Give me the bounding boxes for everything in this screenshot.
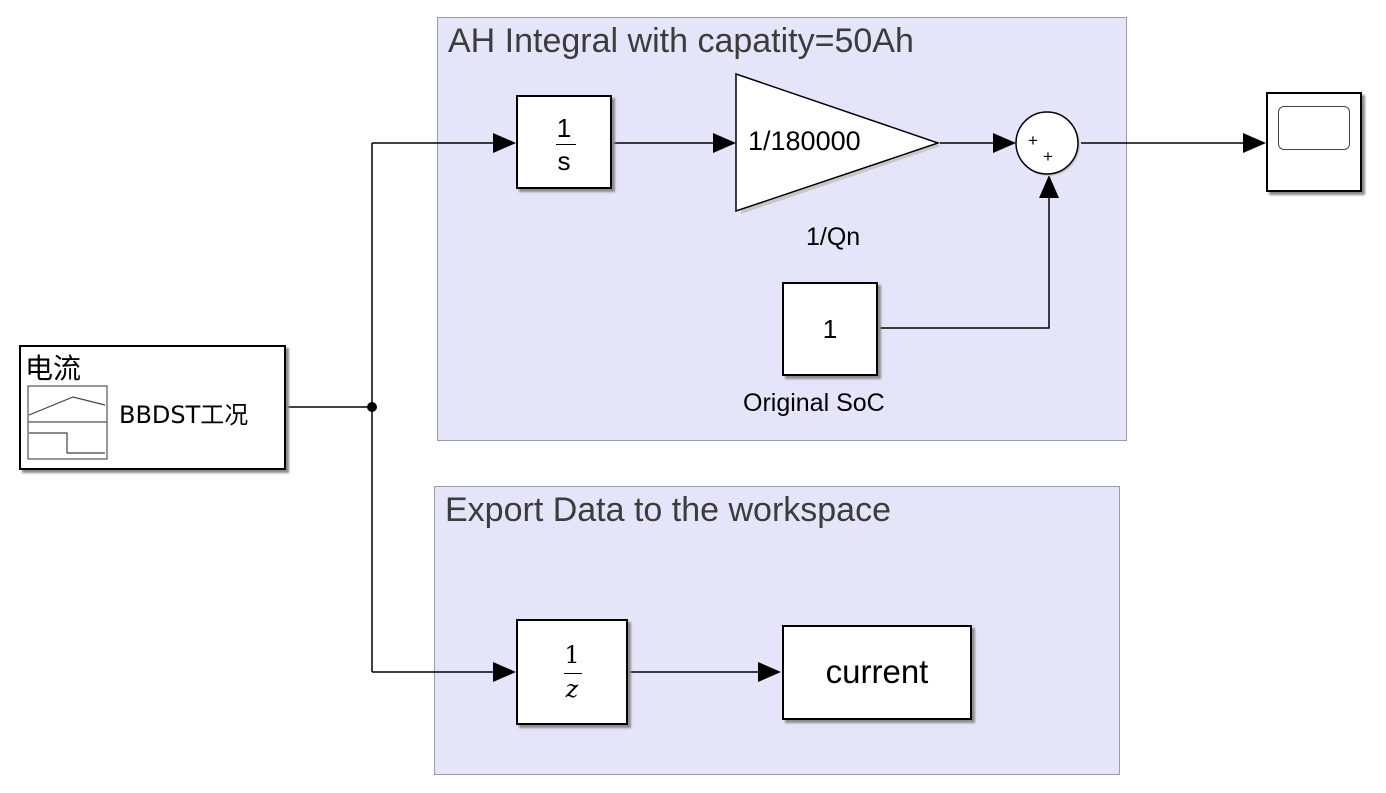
constant-block-name: Original SoC [743,389,885,417]
sum-sign-2: + [1043,147,1053,166]
branch-point [367,402,377,412]
current-source-block[interactable]: 电流 BBDST工况 [19,345,286,470]
source-block-label: BBDST工况 [119,401,249,429]
integrator-numerator: 1 [556,113,572,143]
signal-builder-icon [27,385,108,460]
unit-delay-numerator: 1 [564,641,580,669]
sum-block[interactable] [1014,110,1086,180]
sum-input-arrow [993,133,1016,153]
scope-input-arrow [1243,133,1266,153]
unit-delay-fraction-bar [564,673,582,674]
workspace-input-arrow [758,662,781,682]
integrator-fraction-bar [556,144,576,145]
constant-block[interactable]: 1 [782,282,878,376]
source-block-title: 电流 [25,352,82,385]
delay-input-arrow [493,662,516,682]
workspace-variable-name: current [825,653,929,690]
unit-delay-denominator: z [565,675,579,703]
ah-integral-area-title: AH Integral with capatity=50Ah [448,22,914,60]
export-data-area-title: Export Data to the workspace [445,491,892,529]
sum-bottom-arrow [1039,175,1059,198]
scope-screen-icon [1278,106,1350,150]
to-workspace-block[interactable]: current [782,625,972,720]
constant-output-line [877,198,1050,329]
integrator-denominator: s [557,146,571,176]
integrator-block[interactable]: 1 s [516,95,612,189]
scope-block[interactable] [1266,92,1362,192]
sum-sign-1: + [1028,131,1038,150]
export-data-area[interactable]: Export Data to the workspace [434,486,1120,775]
gain-block[interactable] [733,71,945,217]
constant-value: 1 [822,314,838,344]
gain-value: 1/180000 [748,126,861,156]
integrator-input-arrow [493,133,516,153]
gain-input-arrow [713,133,736,153]
gain-block-name: 1/Qn [806,223,861,251]
unit-delay-block[interactable]: 1 z [516,619,628,725]
